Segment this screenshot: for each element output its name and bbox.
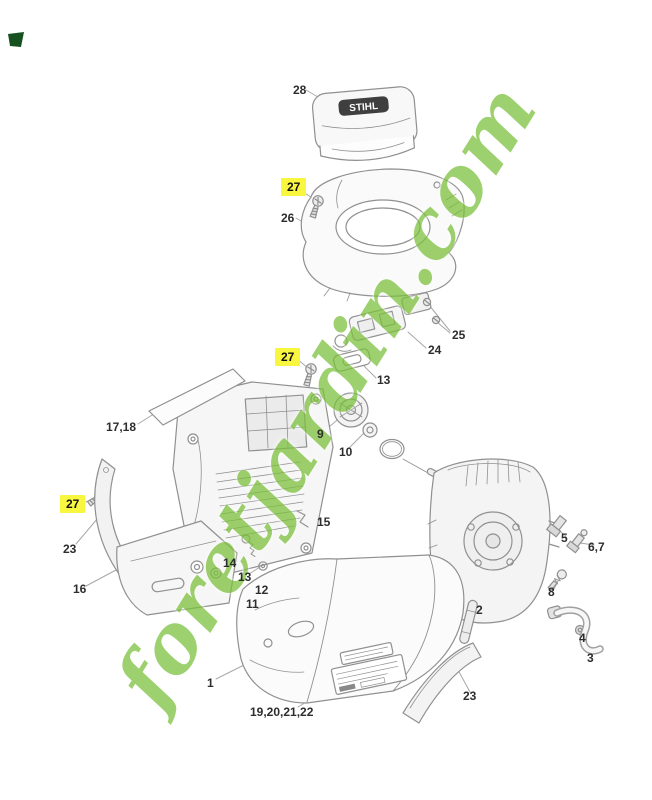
- engine-housing: [172, 381, 334, 574]
- line-art: STIHL: [75, 86, 604, 724]
- shroud-cover: [300, 168, 465, 302]
- side-plate: [116, 520, 238, 616]
- info-labels: [330, 642, 408, 695]
- clutch-assembly: [333, 392, 440, 479]
- brand-label: STIHL: [349, 101, 379, 114]
- fasteners: [459, 515, 604, 655]
- manifold-clamp: [332, 334, 352, 352]
- screw-27-middle: [300, 362, 318, 388]
- bracket-screws: [422, 297, 441, 325]
- carburetor-bracket: [348, 292, 432, 341]
- motor-housing-bottom: [236, 554, 465, 704]
- manifold-gasket: [333, 348, 371, 372]
- brake-lever: [402, 642, 482, 724]
- air-deflector: [148, 368, 246, 426]
- air-filter-cover: STIHL: [311, 86, 418, 161]
- corner-mark: [8, 32, 24, 47]
